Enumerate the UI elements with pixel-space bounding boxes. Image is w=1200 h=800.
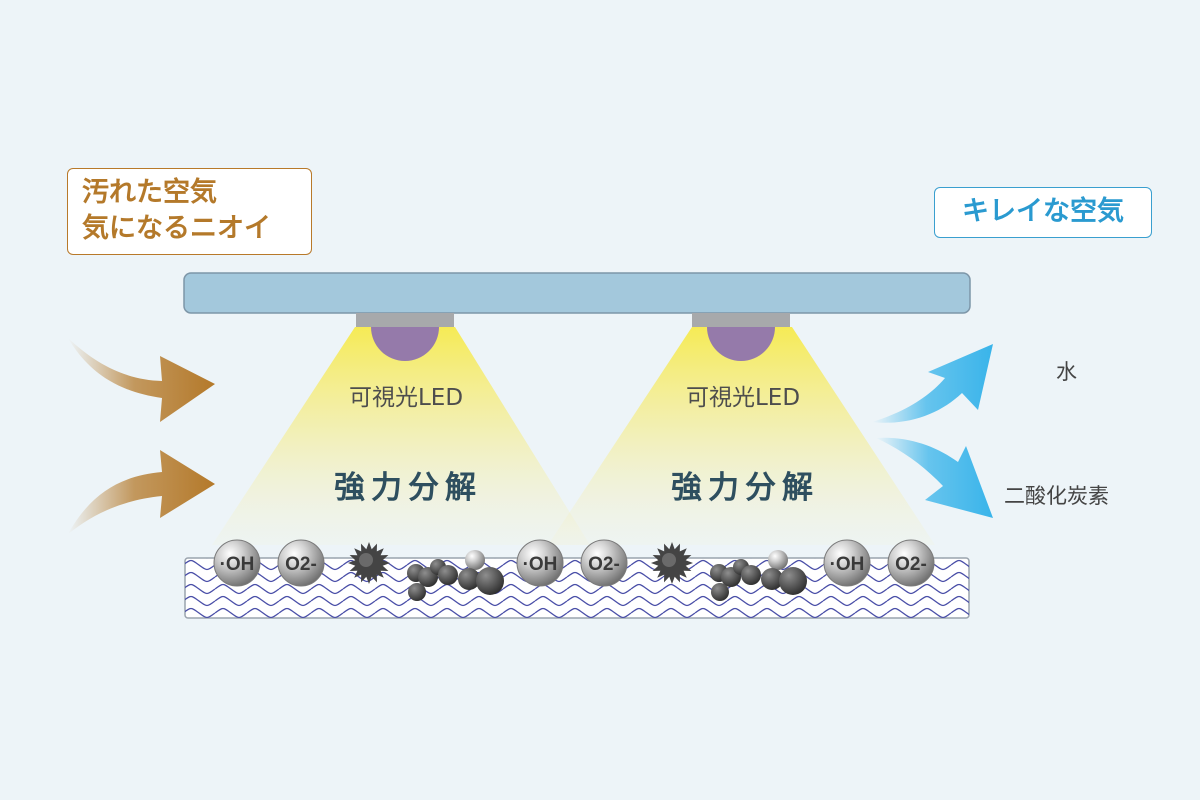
hydroxyl-particle-11: ·OH [823,539,871,587]
small-particle-cluster-particle-9 [710,559,761,601]
hydroxyl-particle-6: ·OH [516,539,564,587]
hydroxyl-particle-1: ·OH [213,539,261,587]
clean-air-label: キレイな空気 [962,196,1124,227]
small-particle-cluster-particle-4 [407,559,458,601]
molecule-cluster-particle-10 [761,550,807,595]
dirty-air-label-line2: 気になるニオイ [82,213,271,244]
led-housing-2 [692,313,790,327]
light-beam-2 [548,327,935,545]
superoxide-particle-12: O2- [887,539,935,587]
outgoing-air-arrow-water [872,344,993,423]
ceiling-panel [183,272,971,314]
superoxide-particle-7: O2- [580,539,628,587]
decomposition-label-2: 強力分解 [671,470,819,506]
clean-air-label-box: キレイな空気 [934,187,1152,238]
superoxide-symbol: O2- [895,554,927,575]
led-lens-2 [707,327,775,361]
led-label-2: 可視光LED [685,385,801,411]
dirty-air-label-box: 汚れた空気 気になるニオイ [67,168,312,255]
led-unit-2 [692,313,790,361]
co2-label: 二酸化炭素 [1004,484,1109,508]
spiky-particle-particle-3 [348,542,390,584]
hydroxyl-symbol: ·OH [830,554,865,575]
particle-layer: ·OH O2- ·OH O2- ·OH O2- [213,539,935,601]
led-label-1: 可視光LED [348,385,464,411]
water-label: 水 [1056,360,1077,384]
incoming-air-arrow-2 [68,450,215,534]
spiky-particle-particle-8 [651,542,693,584]
molecule-cluster-particle-5 [458,550,504,595]
led-housing-1 [356,313,454,327]
outgoing-air-arrow-co2 [876,437,993,518]
decomposition-label-1: 強力分解 [334,470,482,506]
hydroxyl-symbol: ·OH [523,554,558,575]
superoxide-symbol: O2- [588,554,620,575]
led-unit-1 [356,313,454,361]
led-lens-1 [371,327,439,361]
superoxide-symbol: O2- [285,554,317,575]
incoming-air-arrow-1 [68,338,215,422]
hydroxyl-symbol: ·OH [220,554,255,575]
dirty-air-label-line1: 汚れた空気 [82,177,217,208]
superoxide-particle-2: O2- [277,539,325,587]
light-beam-1 [212,327,590,545]
